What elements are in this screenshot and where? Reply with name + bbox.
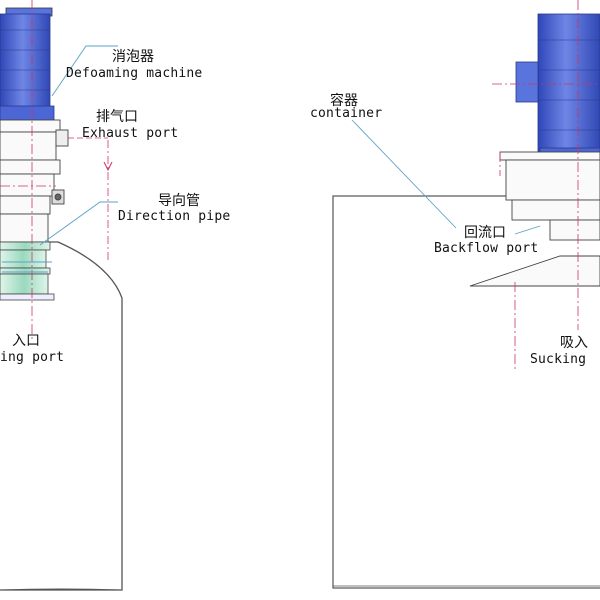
direction-pipe-label-en: Direction pipe [118, 209, 231, 224]
left-direction-pipe [0, 241, 55, 301]
left-leader-lines [2, 45, 118, 273]
defoaming-machine-label-en: Defoaming machine [66, 66, 203, 81]
right-container-outline [332, 195, 600, 589]
left-sucking-port-label-cn: 入口 [12, 333, 40, 349]
defoaming-machine-label-cn: 消泡器 [112, 49, 154, 65]
left-motor-group [0, 7, 55, 121]
left-motor-body [0, 13, 51, 113]
right-sucking-port-label-cn: 吸入 [560, 335, 588, 351]
right-motor-group [515, 13, 600, 157]
left-motor-base [0, 105, 55, 121]
backflow-port-label-en: Backflow port [434, 241, 539, 256]
exhaust-port-label-cn: 排气口 [96, 109, 138, 125]
left-vessel-group [0, 241, 123, 591]
right-leader-lines [351, 119, 541, 235]
right-centerlines [492, 0, 600, 372]
container-label-en: container [310, 106, 383, 121]
right-defoamer-group [469, 151, 600, 287]
left-sucking-port-label-en: ing port [0, 350, 65, 365]
direction-pipe-label-cn: 导向管 [158, 193, 200, 209]
backflow-port-label-cn: 回流口 [464, 225, 506, 241]
container-label-cn: 容器 [330, 93, 358, 109]
right-container-group [332, 195, 600, 589]
left-centerlines [0, 0, 56, 340]
left-vessel-outline [0, 241, 123, 591]
exhaust-port-label-en: Exhaust port [82, 126, 179, 141]
right-sucking-port-label-en: Sucking [530, 352, 587, 367]
left-defoamer-group [0, 119, 69, 243]
